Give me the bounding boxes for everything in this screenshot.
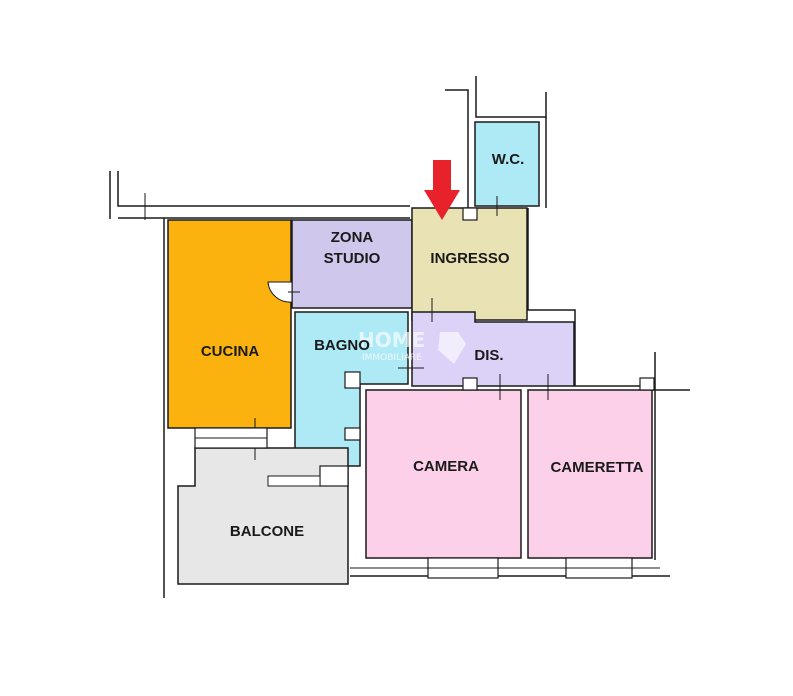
room-label-ingresso: INGRESSO xyxy=(430,250,510,267)
room-camera xyxy=(365,389,522,559)
room-label-wc: W.C. xyxy=(492,151,525,168)
room-label-cameretta: CAMERETTA xyxy=(550,459,643,476)
room-label-cucina: CUCINA xyxy=(201,343,259,360)
watermark: HOME IMMOBILIARE xyxy=(358,328,466,364)
room-label-dis: DIS. xyxy=(474,347,503,364)
watermark-logo-text: HOME xyxy=(358,328,425,352)
interior-details xyxy=(194,196,655,579)
entrance-arrow-icon xyxy=(424,160,460,220)
watermark-tag-icon xyxy=(438,332,466,364)
room-label-camera: CAMERA xyxy=(413,458,479,475)
watermark-sub-text: IMMOBILIARE xyxy=(362,353,422,363)
room-label-zona-studio-line1: ZONA xyxy=(331,229,374,246)
room-label-zona-studio-line2: STUDIO xyxy=(324,250,381,267)
room-label-bagno: BAGNO xyxy=(314,337,370,354)
room-wc xyxy=(474,121,540,207)
room-dis xyxy=(411,311,575,387)
room-ingresso xyxy=(411,207,528,321)
room-cucina xyxy=(167,219,292,429)
room-label-balcone: BALCONE xyxy=(230,523,304,540)
